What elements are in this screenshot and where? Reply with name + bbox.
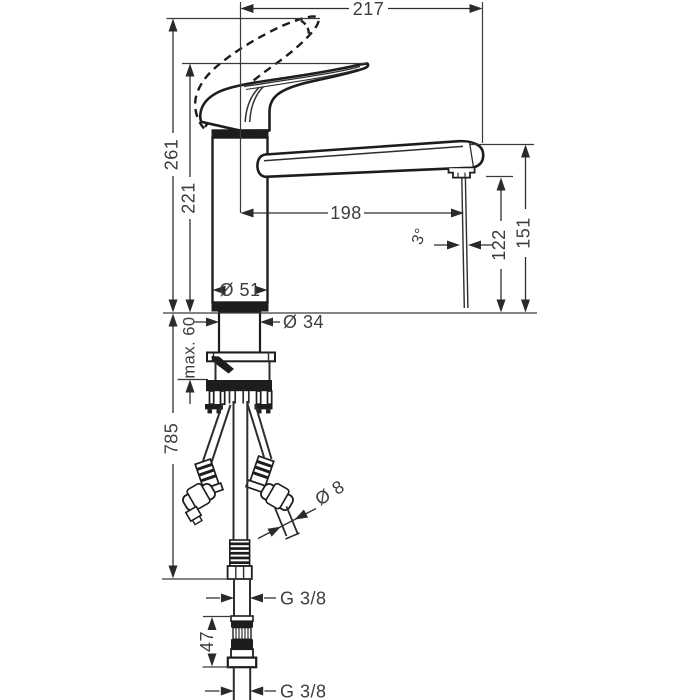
dim-stream-angle: 3° bbox=[409, 226, 493, 250]
hose-fitting-left bbox=[182, 458, 225, 526]
dim-max-counter-thickness: max. 60 bbox=[181, 316, 199, 404]
dim-top-thread-label: G 3/8 bbox=[280, 589, 327, 609]
dim-shank-diameter-label: Ø 34 bbox=[283, 312, 324, 332]
dim-bottom-thread: G 3/8 bbox=[205, 682, 327, 700]
dim-stream-angle-label: 3° bbox=[409, 226, 431, 247]
reference-lines bbox=[162, 2, 537, 668]
dim-spout-top-height: 151 bbox=[514, 144, 534, 313]
dim-spout-projection-label: 217 bbox=[353, 0, 385, 19]
pipe-knurled-fitting bbox=[229, 539, 251, 567]
mounting-legs bbox=[205, 390, 273, 414]
spout-bevel-line bbox=[263, 145, 464, 162]
dim-handle-height-label: 221 bbox=[179, 182, 199, 214]
dim-spout-projection: 217 bbox=[240, 0, 483, 19]
dim-hose-diameter-label: Ø 8 bbox=[312, 476, 348, 509]
bottom-adapter bbox=[226, 615, 258, 669]
dim-spout-reach-label: 198 bbox=[330, 203, 362, 223]
pipe-hex-nut bbox=[226, 565, 253, 580]
spout bbox=[256, 139, 485, 179]
dim-hose-length: 785 bbox=[162, 313, 182, 579]
dim-spout-reach: 198 bbox=[240, 203, 464, 223]
clamp-wedge bbox=[211, 356, 234, 374]
mounting-hardware bbox=[205, 310, 276, 414]
spout-outline bbox=[256, 139, 485, 179]
base-plate bbox=[206, 351, 276, 363]
aerator bbox=[447, 168, 476, 179]
dim-outlet-height-label: 122 bbox=[489, 229, 509, 261]
dim-total-height: 261 bbox=[162, 18, 182, 313]
dim-spout-top-height-label: 151 bbox=[514, 217, 534, 249]
spout-endcap-line bbox=[468, 142, 475, 168]
dim-total-height-label: 261 bbox=[162, 139, 182, 171]
connection-pipe bbox=[226, 401, 258, 700]
dim-hose-length-label: 785 bbox=[162, 423, 182, 455]
dim-shank-diameter: Ø 34 bbox=[193, 312, 324, 332]
supply-hoses bbox=[182, 403, 300, 540]
hose-fitting-right bbox=[244, 455, 300, 540]
aerator-notches bbox=[457, 172, 466, 178]
lever-detail-lines bbox=[243, 65, 361, 123]
lever-handle bbox=[198, 62, 370, 132]
shank bbox=[217, 310, 262, 354]
dim-handle-height: 221 bbox=[179, 63, 199, 313]
dim-body-diameter-label: Ø 51 bbox=[219, 280, 260, 300]
lever-raised-dashed bbox=[193, 15, 320, 131]
dim-outlet-height: 122 bbox=[489, 177, 509, 313]
dim-adapter-height: 47 bbox=[197, 617, 217, 667]
dim-adapter-height-label: 47 bbox=[197, 631, 217, 652]
water-stream bbox=[461, 178, 469, 309]
body-base-band bbox=[211, 302, 269, 312]
fastening-nut bbox=[206, 380, 272, 392]
dim-bottom-thread-label: G 3/8 bbox=[280, 682, 327, 700]
dim-max-counter-thickness-label: max. 60 bbox=[181, 316, 199, 378]
dim-top-thread: G 3/8 bbox=[206, 589, 327, 609]
dim-body-diameter: Ø 51 bbox=[212, 280, 268, 300]
